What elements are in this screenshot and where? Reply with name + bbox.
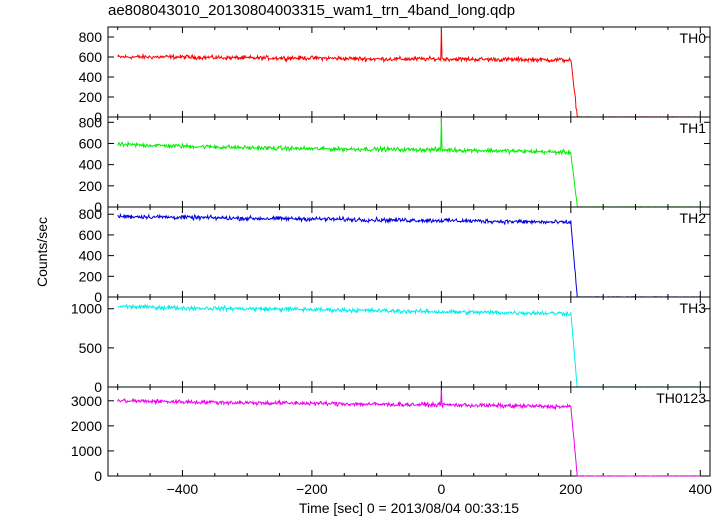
panel-frame <box>107 206 711 298</box>
y-tick-label: 1000 <box>71 443 102 459</box>
y-tick-label: 200 <box>79 268 103 284</box>
y-tick-label: 200 <box>79 178 103 194</box>
panel-label: TH3 <box>680 300 707 316</box>
panel-th0: 0 200 400 600 800 TH0 <box>79 26 711 125</box>
series-th0-line <box>117 26 701 118</box>
y-tick-label: 0 <box>94 109 102 125</box>
series-th1-line <box>117 116 701 208</box>
panel-th1: 0 200 400 600 800 TH1 <box>79 114 711 215</box>
y-tick-label: 0 <box>94 379 102 395</box>
panel-frame <box>107 26 711 118</box>
y-tick-label: 400 <box>79 69 103 85</box>
y-tick-label: 400 <box>79 157 103 173</box>
x-tick-label: 200 <box>559 481 583 497</box>
y-tick-label: 800 <box>79 114 103 130</box>
panel-th3: 0 500 1000 TH3 <box>71 296 711 395</box>
y-tick-label: 600 <box>79 49 103 65</box>
chart-title: ae808043010_20130804003315_wam1_trn_4ban… <box>108 2 516 19</box>
panel-th2: 0 200 400 600 800 TH2 <box>79 206 711 305</box>
x-tick-label: −200 <box>296 481 328 497</box>
series-th0123-line <box>117 389 701 477</box>
series-th3-line <box>117 303 701 388</box>
y-axis-label: Counts/sec <box>34 217 50 287</box>
y-tick-label: 0 <box>94 289 102 305</box>
y-tick-label: 1000 <box>71 301 102 317</box>
panel-frame <box>107 386 711 477</box>
x-tick-label: 400 <box>689 481 713 497</box>
panel-th0123: 0 1000 2000 3000 TH0123 <box>71 386 711 484</box>
y-tick-label: 400 <box>79 248 103 264</box>
y-tick-label: 800 <box>79 206 103 222</box>
panel-label: TH0123 <box>656 390 706 406</box>
y-tick-label: 3000 <box>71 393 102 409</box>
x-tick-label: 0 <box>437 481 445 497</box>
series-th2-line <box>117 212 701 298</box>
panel-label: TH0 <box>680 30 707 46</box>
panel-label: TH2 <box>680 210 707 226</box>
y-tick-label: 500 <box>79 340 103 356</box>
x-tick-label: −400 <box>167 481 199 497</box>
y-tick-label: 200 <box>79 89 103 105</box>
panel-frame <box>107 116 711 208</box>
y-tick-label: 0 <box>94 468 102 484</box>
y-tick-label: 800 <box>79 29 103 45</box>
panel-label: TH1 <box>680 120 707 136</box>
y-tick-label: 600 <box>79 227 103 243</box>
x-axis-label: Time [sec] 0 = 2013/08/04 00:33:15 <box>299 500 519 516</box>
y-tick-label: 2000 <box>71 418 102 434</box>
y-tick-label: 0 <box>94 199 102 215</box>
y-tick-label: 600 <box>79 135 103 151</box>
